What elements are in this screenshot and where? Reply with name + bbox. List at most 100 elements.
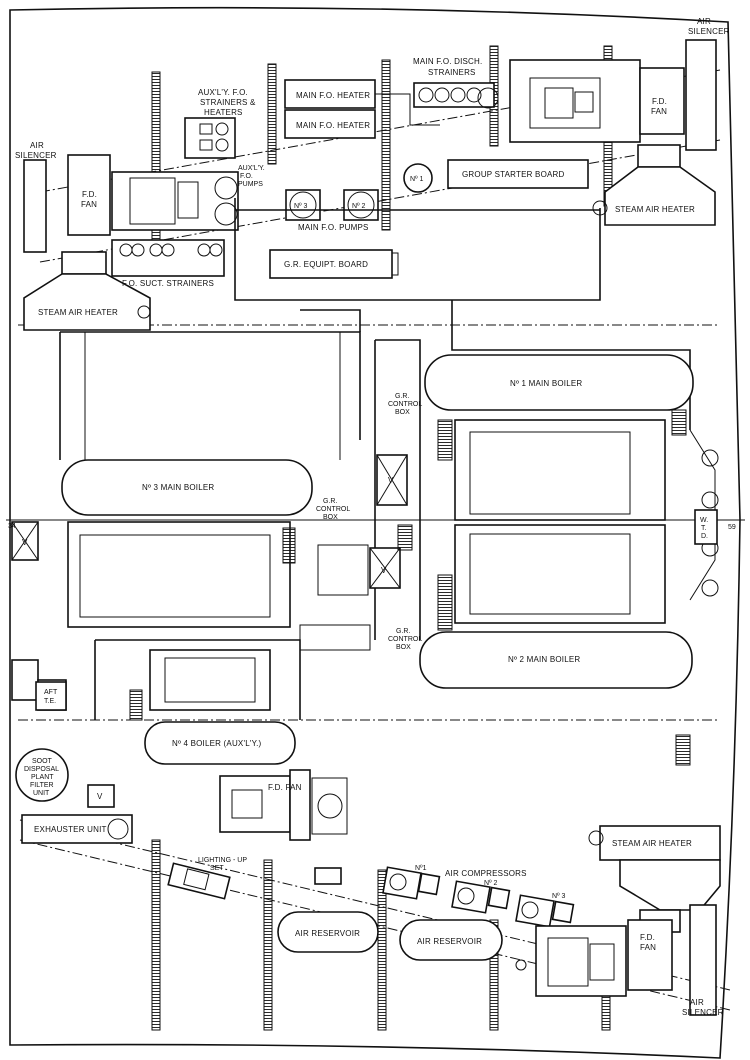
no1-main-boiler [424, 354, 694, 521]
label-air-reservoir-1: AIR RESERVOIR [295, 929, 360, 938]
label-fd-fan-left-2: FAN [81, 200, 97, 209]
no4-boiler [144, 721, 296, 765]
small-tank [314, 867, 342, 885]
label-air-silencer-tr-1: AIR [697, 17, 711, 26]
label-wd-2: T. [701, 525, 707, 532]
label-aft-te-2: T.E. [44, 698, 56, 705]
label-soot-1: SOOT [32, 758, 53, 765]
label-vent-2: V [381, 566, 387, 575]
label-fd-fan-br-1: F.D. [640, 933, 655, 942]
label-main-fo-disch-1: MAIN F.O. DISCH. [413, 57, 482, 66]
labels: MAIN F.O. HEATER MAIN F.O. HEATER MAIN F… [8, 17, 736, 1017]
group-starter-board [447, 159, 589, 189]
label-gr-control-low-3: BOX [396, 644, 411, 651]
label-no3-main-boiler: Nº 3 MAIN BOILER [142, 483, 214, 492]
label-lighting-up-2: SET [210, 865, 224, 872]
label-fd-fan-left-1: F.D. [82, 190, 97, 199]
label-auxly-strainers-1: AUX'L'Y. F.O. [198, 88, 248, 97]
label-air-silencer-br-2: SILENCER [682, 1008, 724, 1017]
main-fo-heater-2 [284, 109, 376, 139]
label-vent-1: V [388, 476, 394, 485]
boiler-casings [59, 300, 691, 640]
label-pump-no3: Nº 3 [294, 203, 308, 210]
label-soot-3: PLANT [31, 774, 54, 781]
label-steam-air-heater-br: STEAM AIR HEATER [612, 839, 692, 848]
auxly-strainers-heaters [184, 117, 236, 159]
label-fo-suct-strainers: F.O. SUCT. STRAINERS [122, 279, 214, 288]
main-fo-heater-1 [284, 79, 376, 109]
label-comp-no2: Nº 2 [484, 880, 498, 887]
label-pump-no2: Nº 2 [352, 203, 366, 210]
steam-air-heater-top-right [592, 144, 716, 226]
aft-te [35, 681, 67, 711]
label-soot-2: DISPOSAL [24, 766, 59, 773]
air-compressors [382, 866, 575, 928]
label-gr-control-mid-2: CONTROL [316, 506, 350, 513]
label-fd-fan-top-2: FAN [651, 107, 667, 116]
steam-air-heater-left [23, 251, 151, 331]
label-steam-air-heater-tr: STEAM AIR HEATER [615, 205, 695, 214]
fd-fan-lower [219, 769, 348, 841]
label-air-silencer-br-1: AIR [690, 998, 704, 1007]
label-pump-no1: Nº 1 [410, 176, 424, 183]
label-vent-3: V [22, 538, 28, 547]
label-auxly-strainers-3: HEATERS [204, 108, 243, 117]
fd-fan-top-right [509, 39, 717, 151]
label-no2-main-boiler: Nº 2 MAIN BOILER [508, 655, 580, 664]
label-auxly-pumps-3: PUMPS [238, 181, 263, 188]
label-fd-fan-low: F.D. FAN [268, 783, 302, 792]
label-aft-te-1: AFT [44, 689, 58, 696]
steam-air-heater-bottom-right [588, 825, 721, 933]
label-comp-no1: Nº1 [415, 865, 427, 872]
label-vent-4: V [97, 792, 103, 801]
label-main-fo-disch-2: STRAINERS [428, 68, 476, 77]
fo-suct-strainers [111, 239, 225, 277]
label-lighting-up-1: LIGHTING - UP [198, 857, 247, 864]
label-auxly-pumps-2: F.O. [240, 173, 253, 180]
label-wd-1: W. [700, 517, 708, 524]
label-main-fo-heater-2: MAIN F.O. HEATER [296, 121, 370, 130]
air-reservoir-1 [277, 911, 379, 953]
label-steam-air-heater-l: STEAM AIR HEATER [38, 308, 118, 317]
label-group-starter-board: GROUP STARTER BOARD [462, 170, 565, 179]
label-main-fo-pumps: MAIN F.O. PUMPS [298, 223, 369, 232]
label-gr-control-1: G.R. [395, 393, 409, 400]
label-gr-control-3: BOX [395, 409, 410, 416]
label-wd-3: D. [701, 533, 708, 540]
label-no4-boiler: Nº 4 BOILER (AUX'L'Y.) [172, 739, 262, 748]
fd-fan-bottom-right [515, 904, 717, 1016]
label-fd-fan-top-1: F.D. [652, 97, 667, 106]
air-reservoir-2 [399, 919, 503, 961]
label-air-reservoir-2: AIR RESERVOIR [417, 937, 482, 946]
label-gr-control-low-1: G.R. [396, 628, 410, 635]
main-fo-pumps [285, 163, 433, 221]
lighting-up-set [167, 862, 231, 900]
soot-disposal-plant [15, 748, 133, 844]
label-auxly-pumps-1: AUX'L'Y. [238, 165, 265, 172]
label-gr-control-mid-1: G.R. [323, 498, 337, 505]
label-main-fo-heater-1: MAIN F.O. HEATER [296, 91, 370, 100]
central-vents [299, 454, 413, 651]
label-gr-control-2: CONTROL [388, 401, 422, 408]
no2-main-boiler [419, 524, 693, 689]
fd-fan-top-left [23, 154, 239, 253]
label-fd-fan-br-2: FAN [640, 943, 656, 952]
gr-equipt-board [269, 249, 393, 279]
label-exhauster-unit: EXHAUSTER UNIT [34, 825, 107, 834]
label-soot-5: UNIT [33, 790, 50, 797]
label-gr-control-low-2: CONTROL [388, 636, 422, 643]
right-side-fittings [671, 409, 719, 766]
label-air-silencer-tl-2: SILENCER [15, 151, 57, 160]
label-comp-no3: Nº 3 [552, 893, 566, 900]
label-gr-control-mid-3: BOX [323, 514, 338, 521]
label-air-compressors: AIR COMPRESSORS [445, 869, 527, 878]
label-auxly-strainers-2: STRAINERS & [200, 98, 256, 107]
left-vent [11, 521, 39, 561]
label-frame-59: 59 [728, 524, 736, 531]
label-no1-main-boiler: Nº 1 MAIN BOILER [510, 379, 582, 388]
no3-main-boiler [61, 459, 313, 628]
label-air-silencer-tr-2: SILENCER [688, 27, 730, 36]
label-soot-4: FILTER [30, 782, 54, 789]
